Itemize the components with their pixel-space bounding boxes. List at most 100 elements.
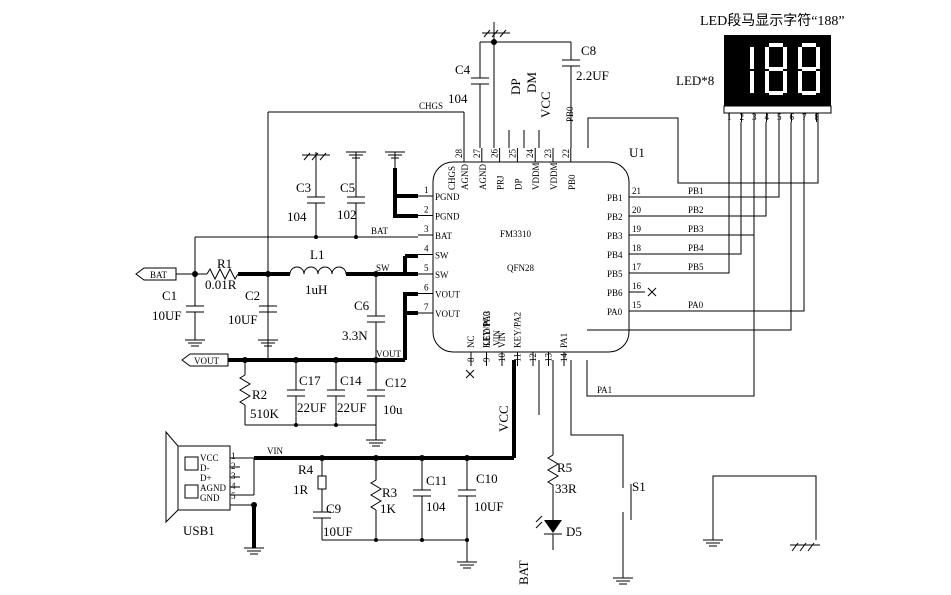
pin-num-5: 5 [424, 263, 429, 273]
c10-value: 10UF [474, 499, 504, 514]
led-segment-d [769, 91, 783, 95]
led-pin-4: 4 [765, 112, 770, 122]
pin-name-27: AGND [478, 164, 488, 190]
led-segment-b [750, 47, 754, 69]
pin-num-2: 2 [424, 205, 429, 215]
nc-mark-16 [647, 287, 657, 297]
c8-value: 2.2UF [576, 68, 609, 83]
pin-num-6: 6 [424, 283, 429, 293]
led-pin-5: 5 [777, 112, 782, 122]
pin-name-17: PB5 [607, 269, 623, 279]
net-vcc-top: VCC [538, 91, 553, 118]
nc-mark-8 [465, 369, 475, 379]
usb-pin-num-5: 5 [231, 491, 236, 501]
pin-name-3: BAT [435, 231, 453, 241]
pin-name-15: PA0 [607, 307, 623, 317]
pin-name-2: PGND [435, 212, 460, 222]
r5-ref: R5 [557, 460, 572, 475]
pin-num-19: 19 [632, 224, 642, 234]
c11-value: 104 [426, 499, 446, 514]
r2-value: 510K [250, 406, 280, 421]
c9-ref: C9 [326, 501, 341, 516]
led-segment-d [802, 91, 816, 95]
pin-name-4: SW [435, 251, 449, 261]
chip-package: QFN28 [507, 263, 535, 273]
pin-num-4: 4 [424, 244, 429, 254]
net-chgs: CHGS [419, 101, 443, 111]
c14-ref: C14 [340, 373, 362, 388]
pin-num-14: 14 [559, 353, 569, 363]
led-pin-7: 7 [802, 112, 807, 122]
pin-num-8: 8 [466, 357, 476, 362]
pin-name-25: DP [513, 178, 523, 190]
led-segment-c [750, 71, 754, 93]
usb-pin-name-4: AGND [200, 483, 226, 493]
net-pa1: PA1 [597, 385, 612, 395]
usb-pin-num-3: 3 [231, 471, 236, 481]
pin-chgs-inside: CHGS [447, 166, 457, 190]
s1-ref: S1 [632, 479, 646, 494]
led-pin-1: 1 [727, 112, 732, 122]
pin-num-21: 21 [632, 186, 641, 196]
pin-name-22: PB0 [567, 174, 577, 190]
net-pb2: PB2 [688, 205, 704, 215]
pin-num-16: 16 [632, 281, 642, 291]
pin-name-14: PA1 [559, 333, 569, 348]
usb-pin-num-4: 4 [231, 481, 236, 491]
d5-ref: D5 [566, 524, 582, 539]
r4-ref: R4 [298, 462, 314, 477]
net-pb4: PB4 [688, 243, 704, 253]
bottom-right [535, 113, 820, 585]
pin-name-10: VIN [497, 332, 507, 348]
net-pb5: PB5 [688, 262, 704, 272]
pin-num-7: 7 [424, 302, 429, 312]
pin-num-13: 13 [544, 353, 554, 363]
pin-name-28: AGND [460, 164, 470, 190]
c5-value: 102 [337, 207, 357, 222]
chip-u1: U1 FM3310 QFN28 [432, 145, 645, 353]
c1-value: 10UF [152, 308, 182, 323]
c12-ref: C12 [385, 375, 407, 390]
pin-name-7: VOUT [435, 309, 460, 319]
usb-pin-name-3: D+ [200, 473, 212, 483]
l1-value: 1uH [305, 282, 327, 297]
c5-ref: C5 [340, 180, 355, 195]
led-label: LED*8 [676, 73, 714, 88]
pin-num-24: 24 [525, 149, 535, 159]
c3-value: 104 [287, 209, 307, 224]
usb-ref: USB1 [183, 523, 215, 538]
pin-name-6: VOUT [435, 290, 460, 300]
r4-value: 1R [293, 482, 309, 497]
pin-num-23: 23 [543, 149, 553, 159]
pin-name-26: PRJ [496, 175, 506, 190]
c11-ref: C11 [426, 473, 447, 488]
r3-ref: R3 [382, 485, 397, 500]
led-title: LED段马显示字符“188” [700, 13, 845, 29]
led-segment-b [816, 47, 820, 69]
led-segment-g [802, 67, 816, 71]
power-stage [135, 254, 418, 360]
led-segment-g [769, 67, 783, 71]
chip-name: FM3310 [500, 229, 532, 239]
led-segment-c [783, 71, 787, 93]
l1-ref: L1 [310, 247, 324, 262]
led-segment-e [798, 71, 802, 93]
led-pin-2: 2 [740, 112, 745, 122]
pin-name-19: PB3 [607, 231, 623, 241]
pin-num-15: 15 [632, 300, 642, 310]
pin-name-1: PGND [435, 192, 460, 202]
pin-name-5: SW [435, 270, 449, 280]
c6-value: 3.3N [342, 328, 368, 343]
usb-pin-num-2: 2 [231, 461, 236, 471]
pin-num-9: 9 [482, 357, 492, 362]
vin-bus [165, 360, 516, 569]
c2-ref: C2 [245, 288, 260, 303]
pin-num-26: 26 [490, 149, 500, 159]
led-segment-f [798, 47, 802, 69]
pin-name-8: NC [466, 335, 476, 348]
pin-num-18: 18 [632, 243, 642, 253]
r2-ref: R2 [252, 387, 267, 402]
led-pin-6: 6 [790, 112, 795, 122]
